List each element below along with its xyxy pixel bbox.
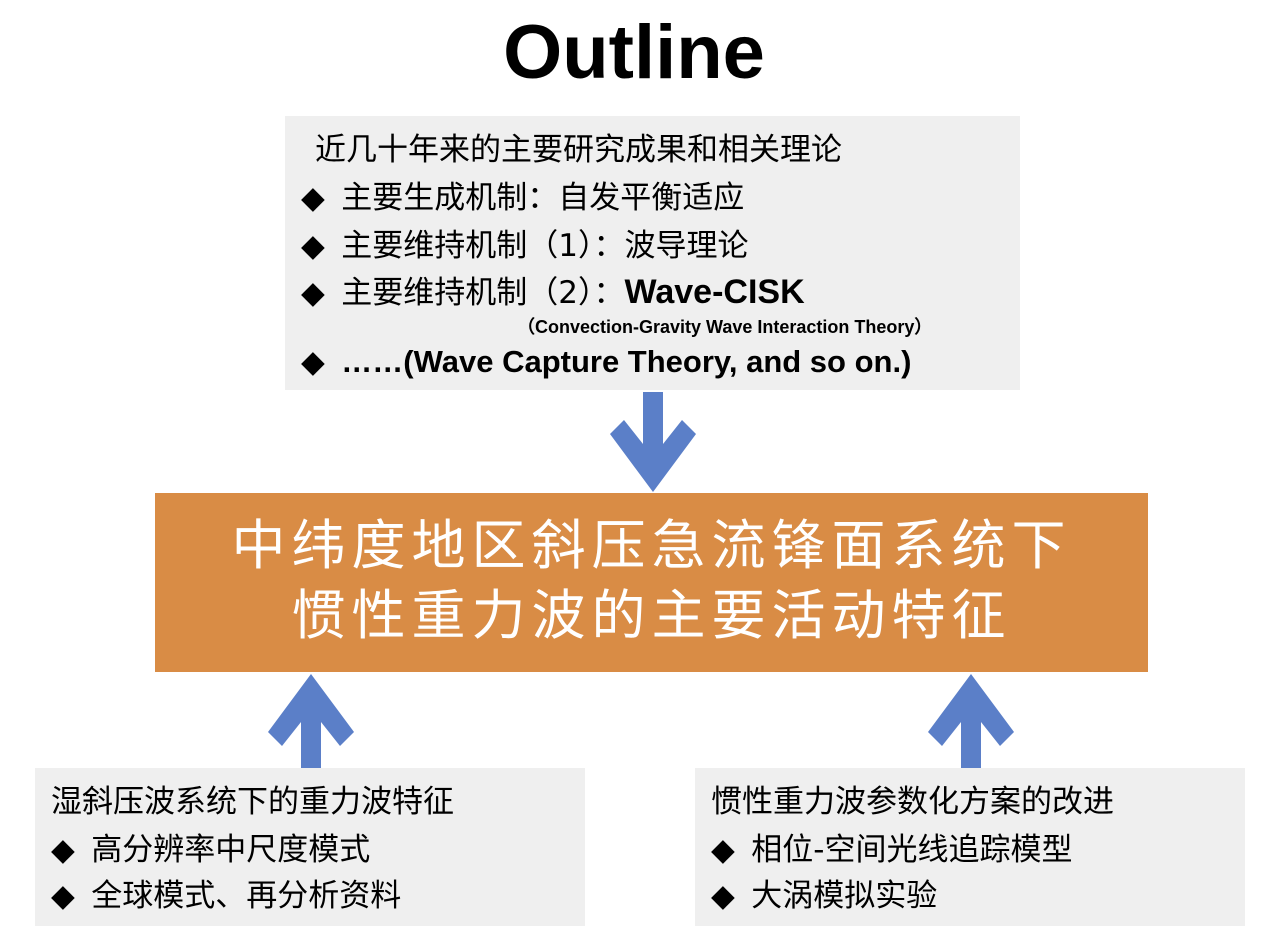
diamond-bullet-icon: ◆ [51, 832, 75, 868]
list-item: ◆ 全球模式、再分析资料 [51, 876, 401, 916]
up-arrow-icon [928, 674, 1014, 768]
item-text: 主要生成机制：自发平衡适应 [341, 180, 745, 216]
list-item: ◆ 大涡模拟实验 [711, 876, 937, 916]
list-item: ◆ 高分辨率中尺度模式 [51, 830, 370, 870]
box-heading: 近几十年来的主要研究成果和相关理论 [315, 132, 842, 168]
main-topic-line2: 惯性重力波的主要活动特征 [291, 584, 1012, 647]
diamond-bullet-icon: ◆ [51, 878, 75, 914]
item-text: 高分辨率中尺度模式 [91, 832, 371, 868]
parameterization-box: 惯性重力波参数化方案的改进 ◆ 相位-空间光线追踪模型 ◆ 大涡模拟实验 [695, 768, 1245, 926]
box-heading: 惯性重力波参数化方案的改进 [711, 784, 1114, 820]
diamond-bullet-icon: ◆ [711, 878, 735, 914]
item-text: 大涡模拟实验 [751, 878, 938, 914]
list-item: ◆ 主要维持机制（1）：波导理论 [301, 226, 749, 266]
list-item: ◆ ……(Wave Capture Theory, and so on.) [301, 342, 911, 382]
up-arrow-icon [268, 674, 354, 768]
gravity-wave-features-box: 湿斜压波系统下的重力波特征 ◆ 高分辨率中尺度模式 ◆ 全球模式、再分析资料 [35, 768, 585, 926]
item-text-en: Wave-CISK [624, 273, 805, 311]
item-text: 相位-空间光线追踪模型 [751, 832, 1073, 868]
item-note: （Convection-Gravity Wave Interaction The… [517, 317, 933, 337]
diamond-bullet-icon: ◆ [301, 275, 325, 311]
item-text: 主要维持机制（1）：波导理论 [341, 228, 749, 264]
main-topic-line1: 中纬度地区斜压急流锋面系统下 [231, 514, 1072, 577]
diamond-bullet-icon: ◆ [301, 180, 325, 216]
item-text: ……(Wave Capture Theory, and so on.) [341, 344, 912, 379]
list-item: ◆ 相位-空间光线追踪模型 [711, 830, 1072, 870]
list-item: ◆ 主要生成机制：自发平衡适应 [301, 178, 744, 218]
item-text: 全球模式、再分析资料 [91, 878, 402, 914]
slide-title: Outline [503, 10, 765, 95]
research-results-box: 近几十年来的主要研究成果和相关理论 ◆ 主要生成机制：自发平衡适应 ◆ 主要维持机制… [285, 116, 1020, 390]
item-text: 主要维持机制（2）： [341, 275, 625, 311]
down-arrow-icon [610, 392, 696, 492]
diamond-bullet-icon: ◆ [301, 344, 325, 380]
box-heading: 湿斜压波系统下的重力波特征 [51, 784, 454, 820]
diamond-bullet-icon: ◆ [301, 228, 325, 264]
main-topic-box: 中纬度地区斜压急流锋面系统下 惯性重力波的主要活动特征 [155, 493, 1148, 672]
list-item: ◆ 主要维持机制（2）：Wave-CISK [301, 272, 805, 313]
diamond-bullet-icon: ◆ [711, 832, 735, 868]
